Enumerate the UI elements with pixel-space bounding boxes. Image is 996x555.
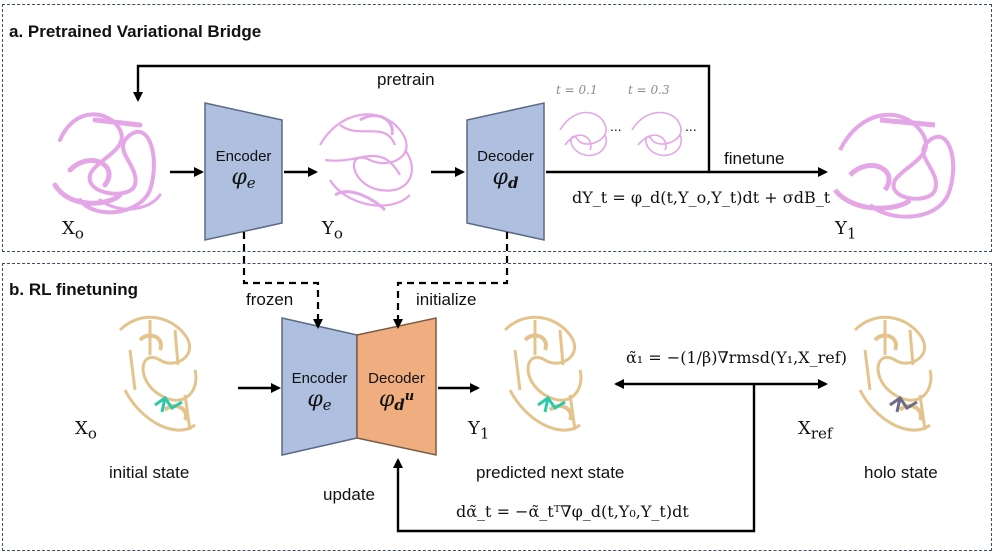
encoder-block-a (204, 102, 283, 241)
x0-label-b: Xo (75, 418, 97, 443)
ligand-predicted (537, 395, 566, 413)
frozen-connector (242, 232, 323, 329)
protein-y1-a (833, 112, 956, 219)
decoder-symbol-b: φdu (357, 387, 436, 414)
y0-label-a: Yo (322, 218, 343, 243)
decoder-symbol-a: φd (467, 165, 544, 192)
encoder-label-a: Encoder φe (205, 148, 282, 192)
arrow-pretrain-loop (133, 64, 711, 172)
phi-d-sub-a: d (507, 174, 519, 192)
protein-y1-b (503, 315, 583, 432)
encoder-name-b: Encoder (291, 370, 348, 387)
initialize-label: initialize (416, 290, 477, 309)
holo-state-label: holo state (864, 463, 938, 482)
decoder-block-a (466, 102, 545, 241)
protein-y0-a (319, 113, 413, 212)
frozen-label: frozen (246, 290, 294, 309)
encoder-name-a: Encoder (215, 148, 272, 165)
y1-label-b: Y1 (468, 418, 490, 443)
dots-2: ... (685, 118, 697, 134)
panel-a-title: a. Pretrained Variational Bridge (9, 22, 262, 41)
t01-label: t = 0.1 (556, 83, 598, 97)
update-label: update (323, 485, 375, 504)
protein-x0-a (52, 112, 162, 215)
initialize-connector (393, 232, 509, 329)
encoder-label-b: Encoder φe (282, 370, 357, 414)
phi-d-sub-b: d (394, 396, 405, 414)
phi-e-sub-a: e (246, 174, 256, 192)
snapshot-t03 (631, 111, 682, 157)
phi-d-b: φ (378, 387, 395, 412)
decoder-label-b: Decoder φdu (357, 370, 436, 414)
dots-1: ... (610, 118, 622, 134)
encoder-symbol-b: φe (282, 387, 357, 414)
panel-b (2, 263, 992, 551)
phi-e-a: φ (231, 165, 247, 190)
predicted-state-label: predicted next state (476, 463, 625, 482)
update-equation: dα̃_t = −α̃_tᵀ∇φ_d(t,Y₀,Y_t)dt (456, 502, 689, 521)
protein-xref-b (853, 315, 933, 432)
decoder-name-a: Decoder (477, 148, 534, 165)
x0-label-a: Xo (62, 218, 84, 243)
snapshot-t01 (559, 111, 607, 157)
decoder-name-b: Decoder (368, 370, 425, 387)
phi-d-a: φ (492, 165, 508, 190)
t03-label: t = 0.3 (628, 83, 670, 97)
y1-label-a: Y1 (835, 218, 857, 243)
pretrain-label: pretrain (377, 70, 435, 89)
decoder-label-a: Decoder φd (467, 148, 544, 192)
arrow-update-loop (393, 384, 756, 533)
finetune-label: finetune (724, 149, 785, 168)
phi-e-sub-b: e (322, 396, 332, 414)
initial-state-label: initial state (109, 463, 190, 482)
panel-b-title: b. RL finetuning (9, 280, 139, 299)
decoder-block-b (356, 317, 437, 456)
phi-e-b: φ (307, 387, 323, 412)
panel-a (2, 4, 992, 252)
xref-label-b: Xref (798, 418, 833, 443)
phi-d-sup-b: u (404, 389, 415, 404)
ligand-holo (889, 395, 918, 413)
sde-equation: dY_t = φ_d(t,Y_o,Y_t)dt + σdB_t (572, 188, 831, 207)
reward-equation: α̃₁ = −(1/β)∇rmsd(Y₁,X_ref) (626, 348, 847, 367)
ligand-initial (154, 395, 183, 413)
protein-x0-b (118, 315, 198, 432)
encoder-symbol-a: φe (205, 165, 282, 192)
